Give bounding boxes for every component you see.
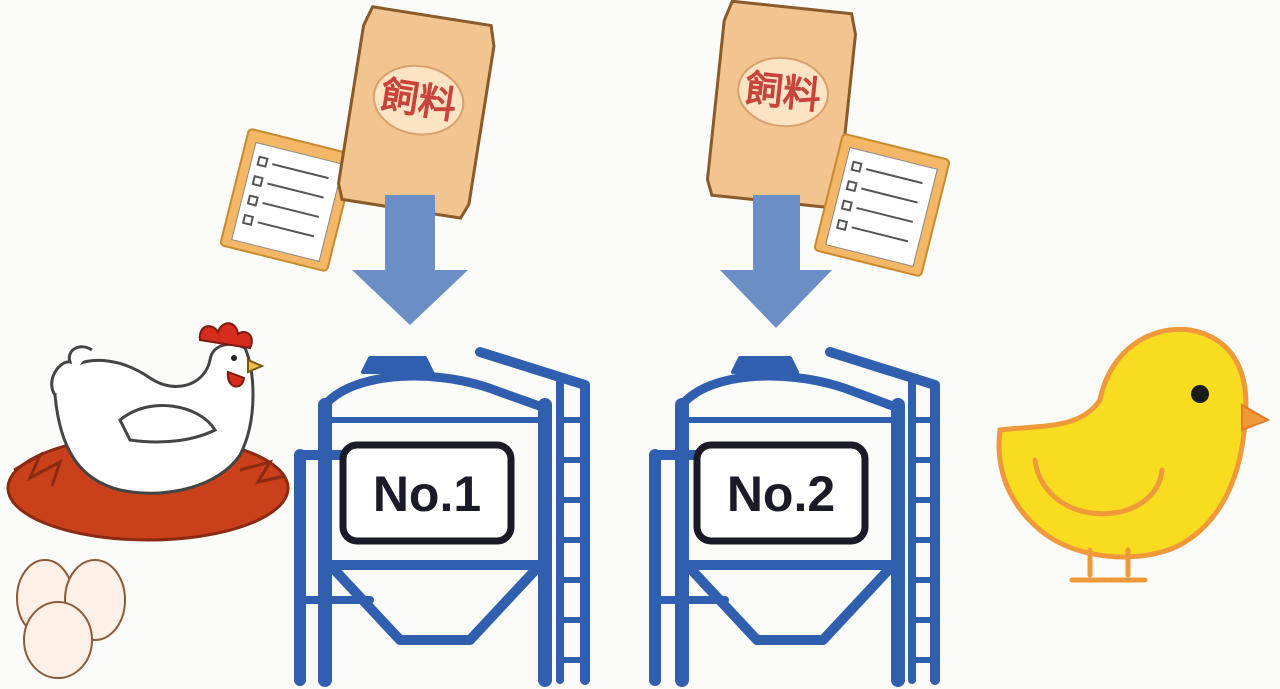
feed-bag-left: 飼料 [336,6,497,219]
hen-comb [200,323,252,348]
silo-roof [325,376,545,408]
silo-cap [733,358,797,372]
hen-group [8,323,288,540]
feed-bag-label: 飼料 [743,66,823,118]
down-arrow-right [720,195,832,328]
chick-beak [1242,405,1268,430]
chick [999,329,1268,580]
clipboard-left [220,128,356,271]
silo-roof [682,376,898,408]
hen-beak [248,360,262,372]
egg [24,602,92,678]
chick-eye [1191,385,1209,403]
silo-label: No.2 [727,466,835,522]
eggs [17,560,125,678]
silo-label: No.1 [373,466,481,522]
silo-cap [363,358,432,372]
hen-eye [231,355,237,361]
chick-body [999,329,1246,557]
